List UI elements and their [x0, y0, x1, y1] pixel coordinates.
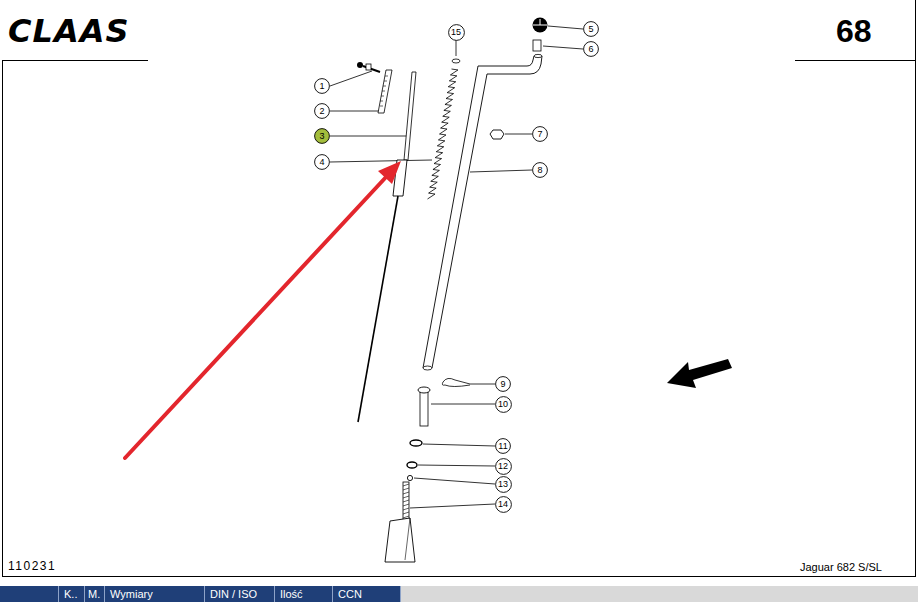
knob-part	[533, 18, 548, 52]
circle-shape	[315, 79, 330, 94]
callout-circle: 3	[314, 128, 330, 144]
circle-shape	[495, 476, 511, 492]
model-name: Jaguar 682 S/SL	[800, 561, 882, 573]
callout-circle: 8	[532, 162, 548, 178]
washer-part	[407, 462, 417, 468]
column-header: Wymiary	[110, 588, 153, 600]
callout-number: 7	[537, 130, 542, 139]
leader-lines	[330, 26, 583, 508]
nut-part	[490, 130, 504, 139]
circle-shape	[496, 439, 511, 454]
red-arrow	[125, 161, 401, 458]
callout-number: 13	[498, 480, 508, 489]
callout-circle: 10	[495, 396, 512, 413]
page-number: 68	[836, 14, 872, 49]
header-separators	[59, 586, 401, 602]
callout-number: 2	[319, 107, 324, 116]
frame	[2, 0, 916, 577]
circle-shape	[315, 104, 330, 119]
callout-circle: 1	[314, 78, 330, 94]
block-part	[385, 482, 415, 562]
circle-shape	[533, 163, 548, 178]
callout-circle: 11	[495, 438, 511, 454]
status-bar	[0, 586, 918, 602]
callout-number: 3	[319, 132, 324, 141]
callout-number: 12	[498, 462, 508, 471]
circle-shape	[495, 396, 511, 412]
circle-shape	[315, 129, 330, 144]
screw-part	[357, 62, 380, 72]
callout-number: 15	[451, 28, 461, 37]
circle-shape	[584, 42, 599, 57]
callout-circle: 6	[583, 41, 599, 57]
circle-shape	[495, 458, 511, 474]
callout-circle: 13	[495, 476, 512, 493]
callout-circle: 9	[495, 376, 511, 392]
circle-shape	[495, 496, 511, 512]
callout-circle: 7	[532, 126, 548, 142]
drawing-number: 110231	[8, 560, 56, 573]
callout-number: 6	[588, 45, 593, 54]
callout-number: 10	[498, 400, 508, 409]
spring-part	[428, 69, 458, 199]
callout-circle: 12	[495, 458, 512, 475]
bolt-part	[418, 387, 430, 426]
callout-circle: 14	[495, 496, 512, 513]
direction-arrow	[667, 359, 732, 388]
callout-number: 9	[500, 380, 505, 389]
circle-shape	[533, 127, 548, 142]
pin-part	[442, 378, 470, 386]
callout-circle: 5	[583, 21, 599, 37]
scale-part	[378, 70, 392, 113]
callout-number: 5	[588, 25, 593, 34]
washer-part	[410, 440, 422, 446]
callout-circle: 4	[314, 154, 330, 170]
washer-part	[452, 59, 460, 63]
callout-number: 8	[537, 166, 542, 175]
callout-circle: 15	[448, 24, 465, 41]
callout-number: 11	[498, 442, 507, 451]
column-header: Ilość	[280, 588, 303, 600]
ball-part	[407, 475, 412, 480]
rod-part	[358, 72, 416, 422]
table-header	[0, 586, 400, 602]
circle-shape	[584, 22, 599, 37]
circle-shape	[448, 24, 464, 40]
tube-part	[423, 54, 542, 370]
callout-number: 14	[498, 500, 508, 509]
brand-logo: CLAAS	[8, 14, 129, 49]
callout-number: 4	[319, 158, 324, 167]
column-header: M.	[88, 588, 100, 600]
callout-circle: 2	[314, 103, 330, 119]
circle-shape	[496, 377, 511, 392]
circle-shape	[315, 155, 330, 170]
column-header: DIN / ISO	[210, 588, 257, 600]
column-header: K..	[64, 588, 77, 600]
callout-number: 1	[319, 82, 324, 91]
column-header: CCN	[338, 588, 362, 600]
